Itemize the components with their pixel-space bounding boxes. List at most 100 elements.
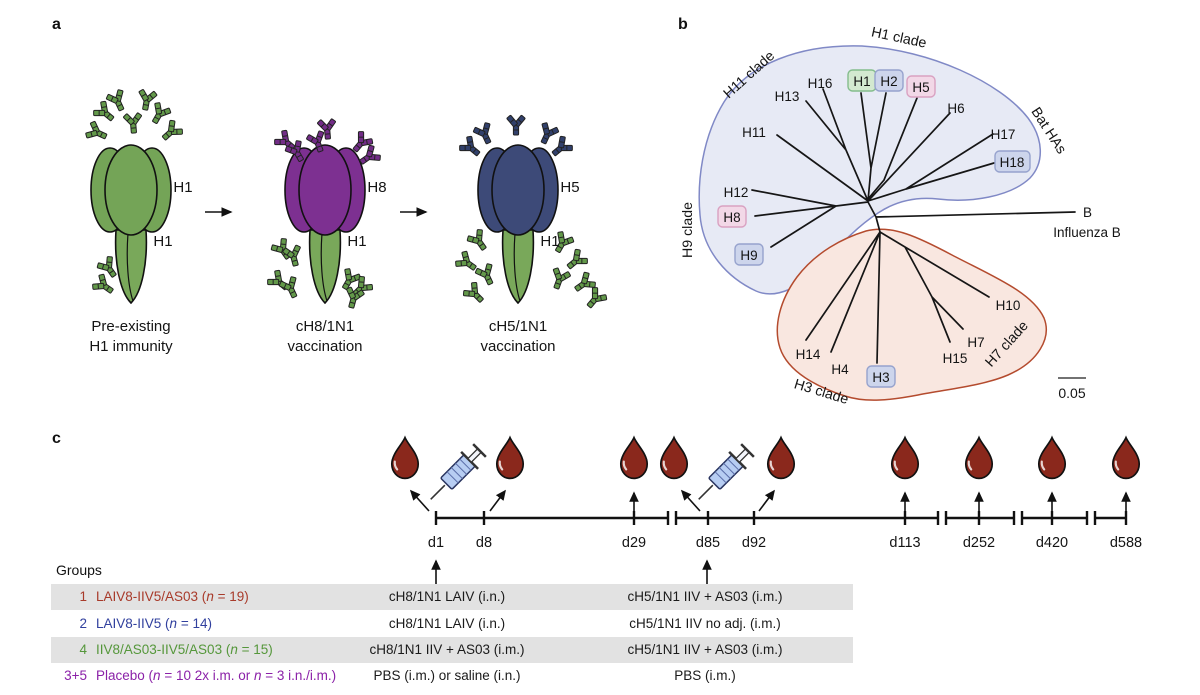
outgroup-tip-label: B <box>1083 205 1092 220</box>
blood-drop-icon <box>659 436 689 480</box>
svg-text:0.05: 0.05 <box>1058 385 1085 401</box>
stalk-label: H1 <box>347 233 366 250</box>
leaf-h16: H16 <box>808 76 833 91</box>
leaf-box-h5: H5 <box>906 75 936 98</box>
panel-c-label: c <box>52 430 61 447</box>
outgroup-name-label: Influenza B <box>1053 225 1121 240</box>
leaf-box-h18: H18 <box>994 150 1031 173</box>
blood-drop-icon <box>495 436 525 480</box>
blood-drop-icon <box>1111 436 1141 480</box>
leaf-h17: H17 <box>991 127 1016 142</box>
head-h8 <box>284 144 366 236</box>
caption-line1: cH8/1N1 <box>296 318 354 335</box>
tree-branches-group1 <box>751 88 1076 248</box>
leaf-h15: H15 <box>943 351 968 366</box>
svg-text:H1: H1 <box>853 74 870 89</box>
stalk-h1 <box>114 229 148 305</box>
timeline-axis <box>434 511 1128 525</box>
stalk-h1 <box>308 229 342 305</box>
ha-molecule-h1: H1 H1 Pre-existing H1 immunity <box>83 87 193 355</box>
dose-cell-boost: PBS (i.m.) <box>674 668 736 683</box>
leaf-h14: H14 <box>796 347 821 362</box>
dose-cell-boost: cH5/1N1 IIV + AS03 (i.m.) <box>627 589 783 604</box>
blood-drop-icons <box>390 436 1141 480</box>
leaf-h13: H13 <box>775 89 800 104</box>
day-label-d8: d8 <box>476 535 492 551</box>
day-label-d588: d588 <box>1110 535 1142 551</box>
svg-text:H5: H5 <box>912 80 929 95</box>
stalk-label: H1 <box>540 233 559 250</box>
blood-drop-icon <box>619 436 649 480</box>
blood-drop-icon <box>1037 436 1067 480</box>
scale-bar: 0.05 <box>1058 377 1086 401</box>
svg-text:H2: H2 <box>880 74 897 89</box>
ha-molecule-ch8: H8 H1 cH8/1N1 vaccination <box>264 117 387 355</box>
panel-c-timeline: d1 d8 d29 d85 d92 d113 d252 d420 d588 <box>390 436 1142 592</box>
svg-text:H8: H8 <box>723 210 740 225</box>
ha-molecule-ch5: H5 H1 cH5/1N1 vaccination <box>452 114 610 355</box>
caption-line2: vaccination <box>287 338 362 355</box>
dose-cell-prime: PBS (i.m.) or saline (i.n.) <box>373 668 521 683</box>
dose-cell-prime: cH8/1N1 LAIV (i.n.) <box>388 589 506 604</box>
panel-a-schematic: H1 H1 Pre-existing H1 immunity <box>83 87 610 355</box>
blood-drop-icon <box>766 436 796 480</box>
stalk-h1 <box>501 229 535 305</box>
caption-line2: vaccination <box>480 338 555 355</box>
caption-line1: Pre-existing <box>91 318 170 335</box>
clade-label-h9: H9 clade <box>680 202 696 258</box>
dose-cell-prime: cH8/1N1 IIV + AS03 (i.m.) <box>369 642 525 657</box>
leaf-h11: H11 <box>742 125 766 140</box>
head-h1 <box>90 144 172 236</box>
leaf-box-h2: H2 <box>874 69 904 92</box>
leaf-h10: H10 <box>996 298 1021 313</box>
day-label-d113: d113 <box>889 535 920 551</box>
dose-cell-prime: cH8/1N1 LAIV (i.n.) <box>388 616 506 631</box>
leaf-h12: H12 <box>724 185 749 200</box>
day-label-d85: d85 <box>696 535 720 551</box>
leaf-h7: H7 <box>967 335 984 350</box>
svg-text:H9: H9 <box>740 248 757 263</box>
tree-branches-group2 <box>805 231 990 364</box>
leaf-h6: H6 <box>947 101 964 116</box>
day-label-d92: d92 <box>742 535 766 551</box>
day-label-d1: d1 <box>428 535 444 551</box>
svg-text:H18: H18 <box>1000 155 1025 170</box>
sampling-arrows <box>409 489 1131 512</box>
panel-a-label: a <box>52 16 61 33</box>
blood-drop-icon <box>390 436 420 480</box>
head-label: H5 <box>560 179 579 196</box>
caption-line2: H1 immunity <box>89 338 173 355</box>
leaf-box-h3: H3 <box>866 365 896 388</box>
dose-cell-boost: cH5/1N1 IIV no adj. (i.m.) <box>629 616 781 631</box>
head-label: H8 <box>367 179 386 196</box>
leaf-h4: H4 <box>831 362 849 377</box>
head-label: H1 <box>173 179 192 196</box>
svg-text:H3: H3 <box>872 370 889 385</box>
head-h5 <box>477 144 559 236</box>
panel-b-label: b <box>678 16 688 33</box>
dose-cell-boost: cH5/1N1 IIV + AS03 (i.m.) <box>627 642 783 657</box>
leaf-box-h1: H1 <box>847 69 877 92</box>
leaf-box-h8: H8 <box>717 205 747 228</box>
day-label-d420: d420 <box>1036 535 1068 551</box>
day-label-d29: d29 <box>622 535 646 551</box>
caption-line1: cH5/1N1 <box>489 318 547 335</box>
leaf-box-h9: H9 <box>734 243 764 266</box>
group2-clade-blob <box>776 228 1047 401</box>
syringe-icons <box>420 440 758 510</box>
syringe-icon <box>688 440 758 510</box>
panel-b-phylogeny: H13 H16 H11 H12 H6 H17 H10 H7 H15 H4 H14… <box>680 24 1121 408</box>
day-label-d252: d252 <box>963 535 995 551</box>
stalk-label: H1 <box>153 233 172 250</box>
groups-header: Groups <box>56 562 102 578</box>
syringe-icon <box>420 440 490 510</box>
